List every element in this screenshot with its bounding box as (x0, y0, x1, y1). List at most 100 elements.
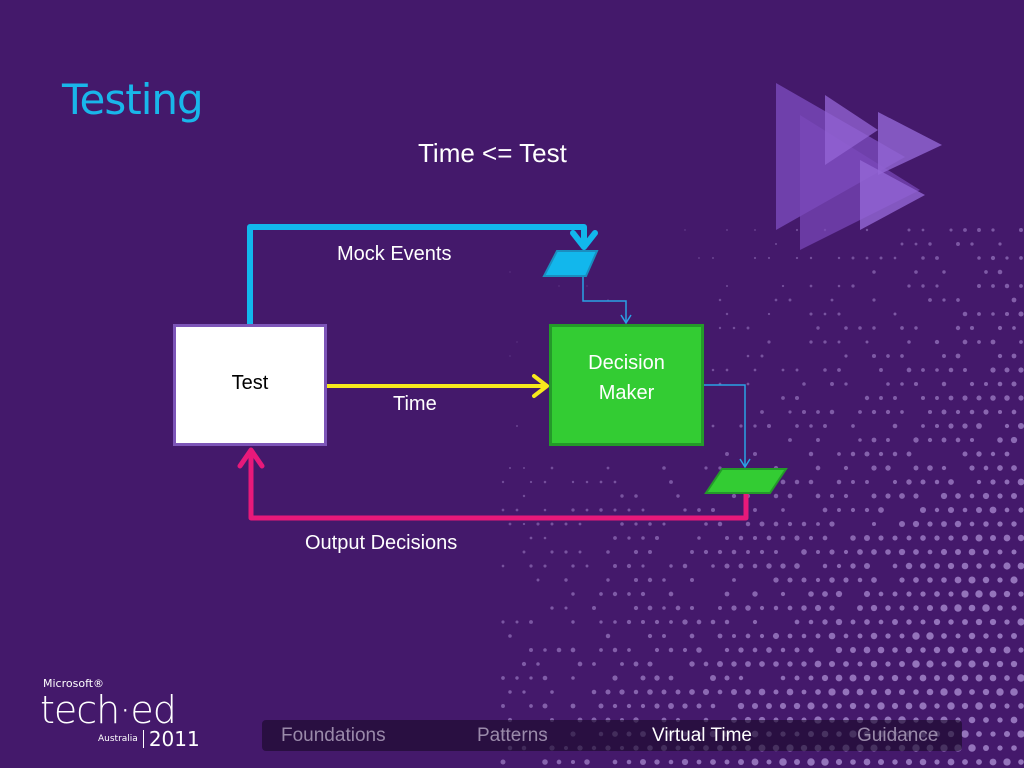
background-dot (529, 676, 533, 680)
background-dot (835, 618, 843, 626)
background-dot (564, 578, 568, 582)
background-dot (725, 368, 729, 372)
background-dot (892, 423, 898, 429)
background-dot (752, 535, 758, 541)
background-dot (1004, 619, 1010, 625)
background-dot (850, 619, 856, 625)
background-dot (934, 759, 940, 765)
background-dot (718, 298, 722, 302)
background-dot (738, 563, 744, 569)
background-dot (738, 759, 744, 765)
background-dot (990, 367, 996, 373)
background-dot (571, 620, 575, 624)
background-dot (919, 758, 927, 766)
background-dot (914, 270, 918, 274)
background-dot (877, 646, 885, 654)
background-dot (787, 605, 793, 611)
background-dot (730, 688, 738, 696)
background-dot (968, 660, 976, 668)
nav-item-patterns[interactable]: Patterns (477, 725, 548, 746)
background-dot (501, 704, 505, 708)
background-dot (885, 633, 891, 639)
background-dot (837, 508, 841, 512)
background-dot (1017, 534, 1024, 542)
background-dot (872, 270, 876, 274)
background-dot (920, 479, 926, 485)
background-dot (843, 465, 849, 471)
background-dot (828, 660, 836, 668)
background-dot (1004, 311, 1010, 317)
background-dot (899, 493, 905, 499)
background-dot (962, 535, 968, 541)
background-dot (585, 508, 589, 512)
background-dot (975, 646, 983, 654)
background-dot (766, 423, 772, 429)
background-dot (954, 660, 962, 668)
background-dot (669, 564, 673, 568)
background-dot (1019, 284, 1023, 288)
background-dot (963, 368, 967, 372)
background-dot (529, 564, 533, 568)
background-dot (633, 605, 639, 611)
background-dot (711, 564, 715, 568)
section-navigation-bar: Foundations Patterns Virtual Time Guidan… (262, 720, 962, 751)
background-dot (948, 619, 954, 625)
background-dot (606, 466, 610, 470)
background-dot (516, 341, 518, 343)
background-dot (702, 688, 710, 696)
background-dot (529, 620, 533, 624)
background-dot (941, 381, 947, 387)
background-dot (926, 632, 934, 640)
background-dot (752, 647, 758, 653)
background-dot (906, 451, 912, 457)
background-dot (767, 312, 771, 316)
background-dot (962, 759, 968, 765)
background-dot (626, 619, 632, 625)
background-dot (920, 591, 926, 597)
nav-item-virtual-time[interactable]: Virtual Time (652, 725, 752, 746)
background-dot (830, 298, 834, 302)
background-dot (675, 605, 681, 611)
background-dot (885, 493, 891, 499)
background-dot (613, 620, 617, 624)
background-dot (689, 633, 695, 639)
background-dot (570, 647, 576, 653)
background-dot (570, 759, 576, 765)
background-dot (780, 479, 786, 485)
background-dot (850, 647, 856, 653)
background-dot (821, 674, 829, 682)
logo-event: tech·ed (40, 688, 177, 732)
background-dot (627, 508, 631, 512)
nav-item-guidance[interactable]: Guidance (857, 725, 939, 746)
background-dot (808, 479, 814, 485)
background-dot (1004, 423, 1010, 429)
background-dot (905, 646, 913, 654)
background-dot (879, 396, 883, 400)
background-dot (961, 702, 969, 710)
background-dot (850, 563, 856, 569)
background-dot (508, 522, 512, 526)
background-dot (822, 619, 828, 625)
background-dot (724, 591, 730, 597)
background-dot (976, 479, 982, 485)
background-dot (968, 604, 976, 612)
background-dot (766, 647, 772, 653)
background-dot (997, 745, 1003, 751)
background-dot (935, 256, 939, 260)
background-dot (787, 577, 793, 583)
background-dot (732, 326, 736, 330)
background-dot (900, 354, 904, 358)
background-dot (724, 619, 730, 625)
background-dot (899, 605, 905, 611)
logo-separator (142, 730, 144, 748)
background-dot (907, 228, 911, 232)
background-dot (984, 270, 988, 274)
nav-item-foundations[interactable]: Foundations (281, 725, 386, 746)
background-dot (947, 506, 955, 514)
background-dot (928, 242, 932, 246)
background-dot (835, 674, 843, 682)
background-dot (766, 563, 772, 569)
background-dot (752, 591, 758, 597)
background-dot (612, 591, 618, 597)
background-dot (968, 716, 976, 724)
